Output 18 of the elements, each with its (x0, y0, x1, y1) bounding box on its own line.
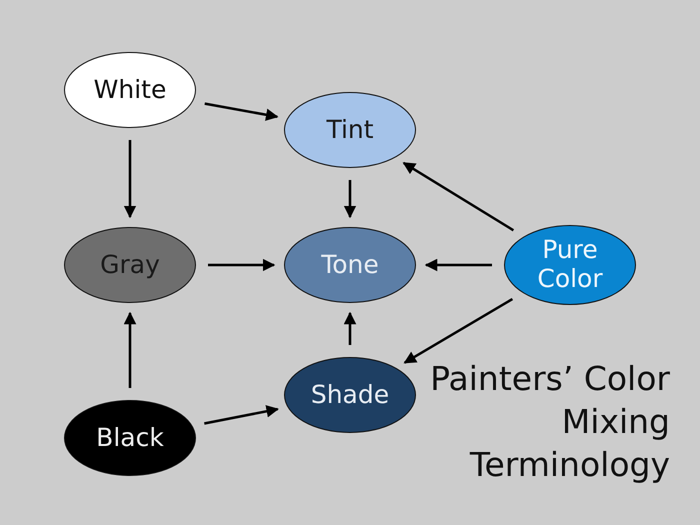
arrow (404, 298, 514, 364)
arrow (124, 140, 136, 218)
arrow (204, 102, 278, 121)
arrow (204, 405, 279, 425)
arrow (402, 162, 514, 232)
arrow (424, 258, 492, 272)
node-label: Black (95, 424, 165, 452)
diagram-title: Painters’ Color Mixing Terminology (429, 358, 670, 486)
node-label: Tint (325, 116, 375, 144)
node-label: Tone (320, 250, 380, 280)
arrow (344, 312, 356, 345)
node-label: Gray (99, 250, 161, 280)
node-label: Pure Color (536, 236, 604, 294)
arrow (208, 258, 276, 272)
node-label: Shade (310, 380, 390, 410)
arrow (344, 180, 356, 218)
node-label: White (92, 76, 168, 104)
arrow (124, 312, 136, 388)
